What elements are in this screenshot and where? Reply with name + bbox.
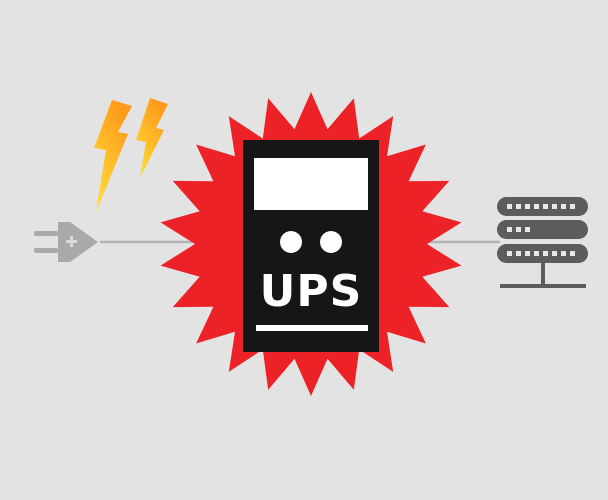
ups-indicator-right [320, 231, 342, 253]
server-rack-icon [497, 197, 588, 288]
power-plug-icon [34, 222, 98, 262]
lightning-bolt-icon [94, 98, 168, 212]
ups-bottom-bar [256, 325, 368, 331]
ups-display-screen [254, 158, 368, 210]
ups-label: UPS [260, 266, 363, 317]
ups-device: UPS [243, 140, 379, 352]
ups-indicator-left [280, 231, 302, 253]
